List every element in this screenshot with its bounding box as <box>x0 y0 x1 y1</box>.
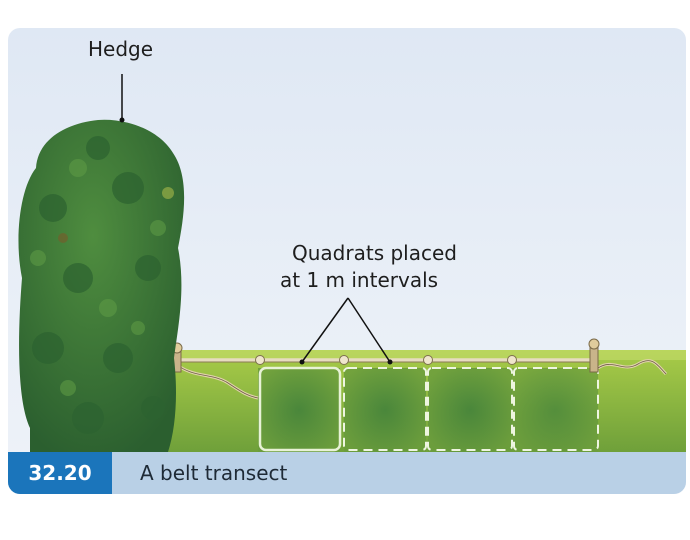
quadrats-label-line2: at 1 m intervals <box>280 268 439 292</box>
quadrat-pointer-2 <box>347 297 391 363</box>
quadrat-pointer-1 <box>301 297 349 363</box>
hedge-label: Hedge <box>88 37 154 61</box>
figure-number: 32.20 <box>8 452 112 494</box>
belt-transect-illustration <box>18 74 686 452</box>
hedge-illustration <box>18 119 185 452</box>
interval-markers <box>255 355 517 365</box>
figure-title: A belt transect <box>140 461 288 485</box>
quadrat-shading <box>258 368 598 452</box>
caption-bar: 32.20 A belt transect <box>8 452 686 494</box>
quadrats-label-line1: Quadrats placed <box>292 241 457 265</box>
quadrat-dashed-1 <box>343 367 427 451</box>
quadrat-dashed-2 <box>427 367 513 451</box>
quadrat-solid <box>258 366 342 452</box>
grass-shadow <box>158 350 686 360</box>
quadrat-dashed-3 <box>513 367 599 451</box>
stake-right <box>588 338 600 373</box>
figure-panel: Hedge Quadrats placed at 1 m intervals 3… <box>8 28 686 494</box>
